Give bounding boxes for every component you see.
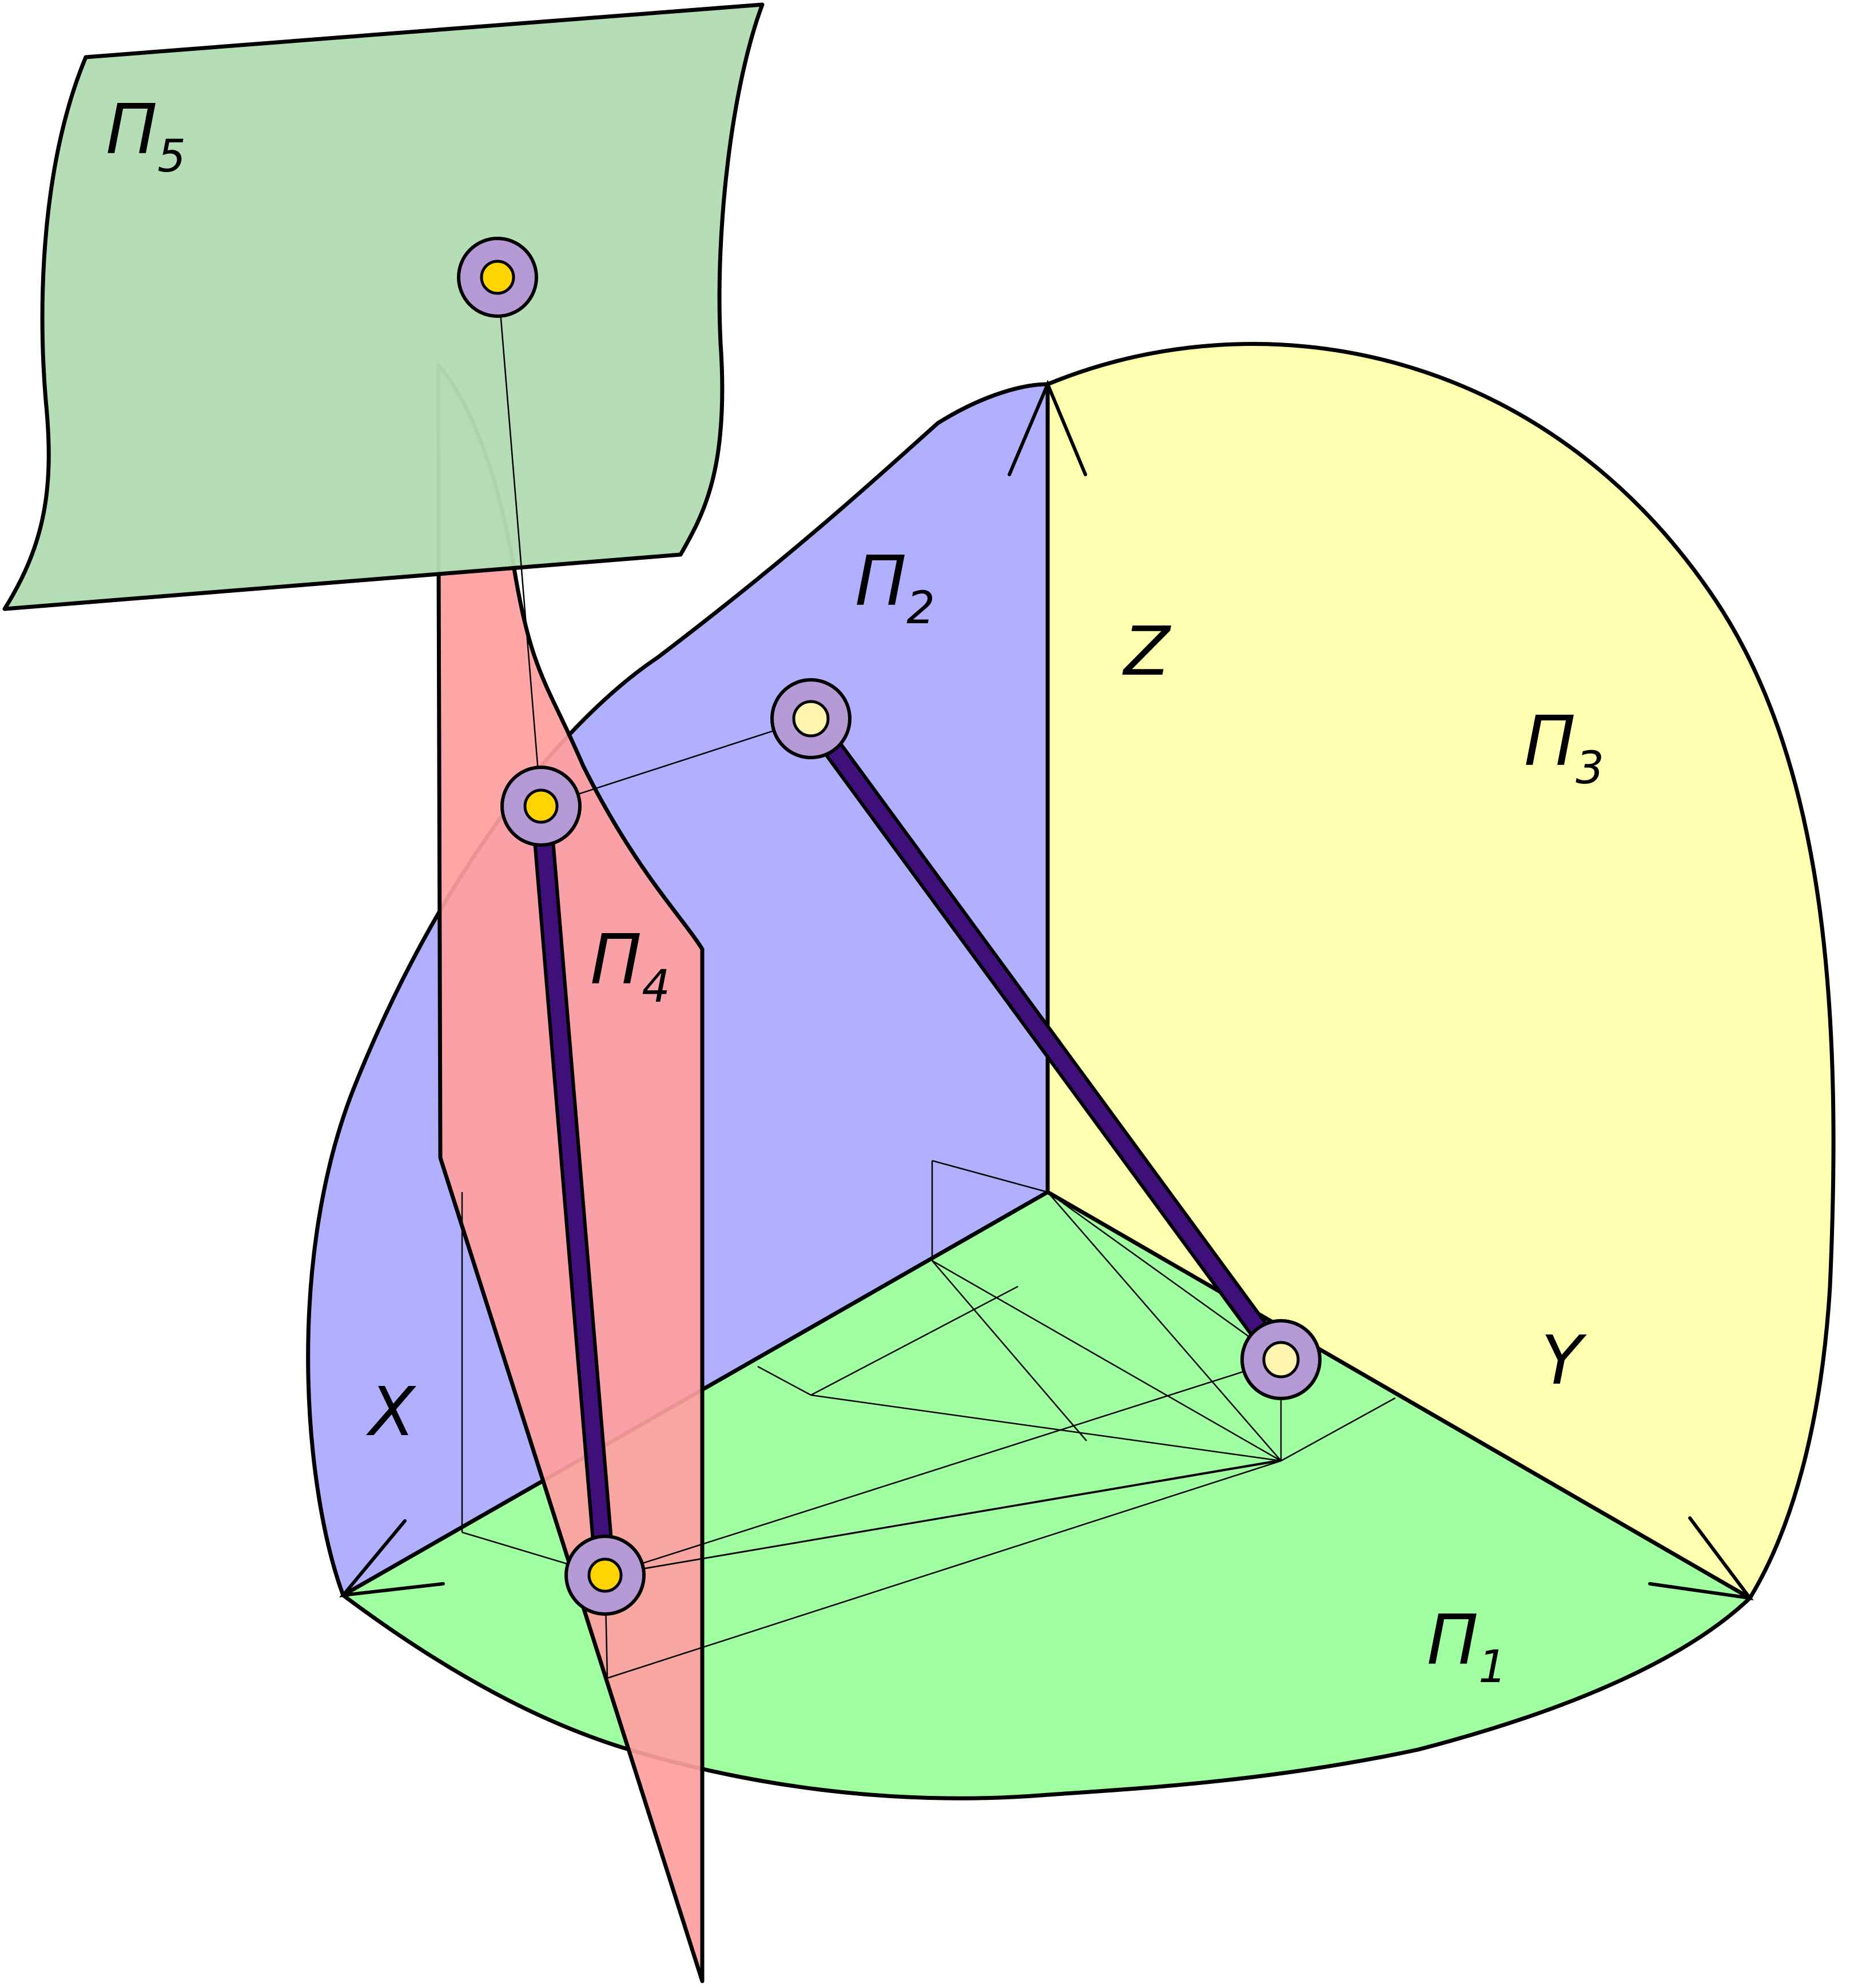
z-axis-arrowhead (1008, 380, 1087, 476)
plane-p3 (1045, 342, 1836, 1600)
point-p4-upper (500, 766, 582, 847)
label-p4: Π4 (590, 921, 670, 1013)
point-p5 (457, 237, 538, 318)
label-p3: Π3 (1524, 702, 1604, 794)
segments (530, 708, 1292, 1586)
x-axis-arrowhead (339, 1519, 445, 1597)
point-p1 (564, 1535, 646, 1616)
y-axis-arrowhead (1648, 1516, 1754, 1600)
axis-label-z: Z (1122, 612, 1171, 691)
axis-arrows (339, 380, 1754, 1600)
label-p1: Π1 (1427, 1601, 1507, 1693)
label-p5: Π5 (106, 90, 186, 182)
point-p2 (770, 678, 852, 759)
axis-label-y: Y (1541, 1321, 1587, 1400)
point-p3 (1240, 1319, 1322, 1400)
plane-p5 (2, 2, 765, 611)
label-p2: Π2 (855, 542, 935, 634)
axis-label-x: X (365, 1372, 416, 1451)
